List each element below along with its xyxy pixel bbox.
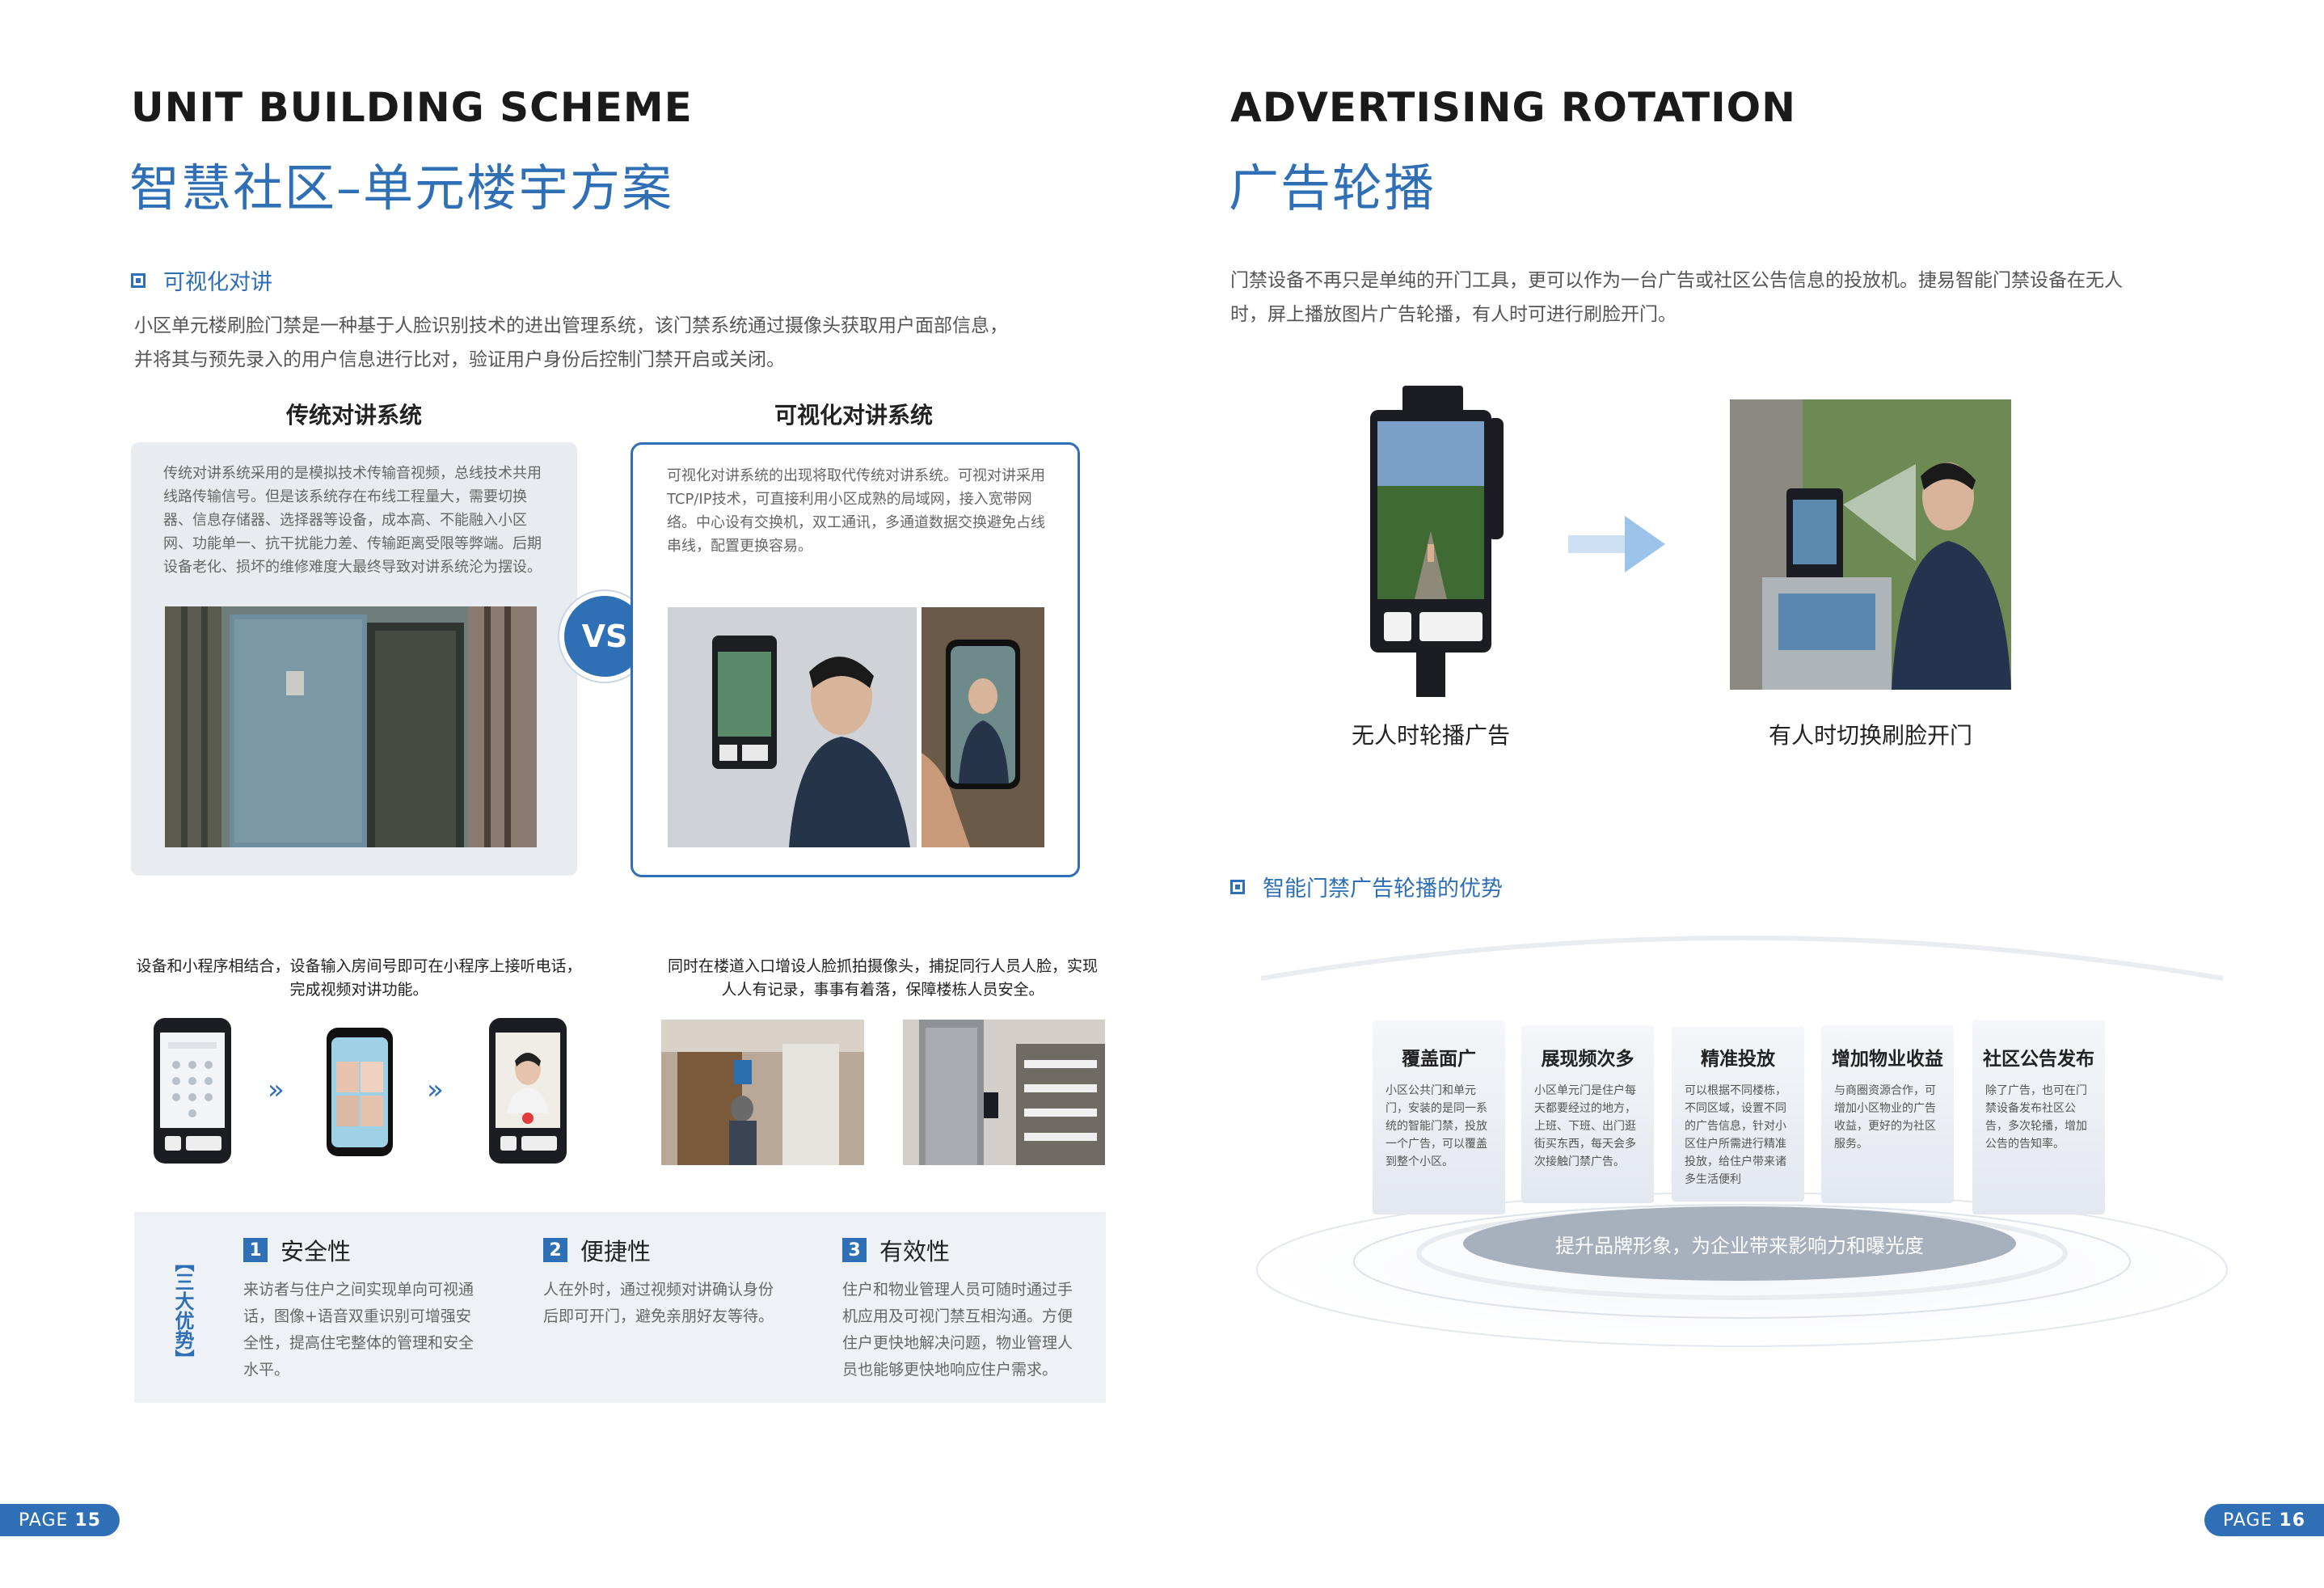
right-caption-camera: 同时在楼道入口增设人脸抓拍摄像头，捕捉同行人员人脸，实现 人人有记录，事事有着落… [661,955,1104,1002]
corridor-photo-2 [903,1020,1105,1165]
advantages-label: 【三大优势】 [171,1252,194,1369]
section-square-icon-2 [1230,879,1245,894]
advantage-effectiveness: 3 有效性 住户和物业管理人员可随时通过手机应用及可视门禁互相沟通。方便住户更快… [842,1233,1085,1383]
card-reader-2 [521,1136,557,1151]
left-title-cn: 智慧社区–单元楼宇方案 [129,158,674,218]
face-unlock-photo [1730,399,2011,690]
brand-platform: 提升品牌形象，为企业带来影响力和曝光度 [1463,1206,2016,1281]
advantage-title-1: 安全性 [280,1238,352,1265]
ad-device [1366,386,1512,697]
video-call-illustration [336,1062,383,1126]
device-button-2 [500,1136,517,1151]
section-visual-intercom: 可视化对讲 [131,264,272,296]
advantage-text-1: 来访者与住户之间实现单向可视通话，图像+语音双重识别可增强安全性，提高住宅整体的… [243,1281,475,1379]
panel-text-5: 除了广告，也可在门禁设备发布社区公告，多次轮播，增加公告的告知率。 [1985,1084,2087,1151]
intercom-device-keypad [154,1018,231,1164]
left-intro-line1: 小区单元楼刷脸门禁是一种基于人脸识别技术的进出管理系统，该门禁系统通过摄像头获取… [134,315,1008,336]
left-caption-miniapp: 设备和小程序相结合，设备输入房间号即可在小程序上接听电话， 完成视频对讲功能。 [133,955,585,1002]
page-num-left: 15 [74,1510,102,1531]
advantage-convenience: 2 便捷性 人在外时，通过视频对讲确认身份后即可开门，避免亲朋好友等待。 [543,1233,786,1330]
advantage-text-2: 人在外时，通过视频对讲确认身份后即可开门，避免亲朋好友等待。 [543,1281,774,1325]
caption-miniapp-line1: 设备和小程序相结合，设备输入房间号即可在小程序上接听电话， [136,957,582,975]
corridor-photo-1 [661,1020,864,1165]
page-label-left: PAGE [18,1510,69,1531]
traditional-card: 传统对讲系统采用的是模拟技术传输音视频，总线技术共用线路传输信号。但是该系统存在… [131,442,577,876]
advantage-title-2: 便捷性 [580,1238,652,1265]
panel-frequency: 展现频次多 小区单元门是住户每天都要经过的地方，上班、下班、出门逛街买东西，每天… [1521,1025,1654,1203]
caption-idle-ad: 无人时轮播广告 [1351,722,1510,749]
traditional-heading: 传统对讲系统 [285,402,422,429]
caption-camera-line1: 同时在楼道入口增设人脸抓拍摄像头，捕捉同行人员人脸，实现 [667,957,1098,975]
advantage-num-3: 3 [842,1238,867,1262]
section-ad-advantages: 智能门禁广告轮播的优势 [1230,871,1503,902]
right-intro-line2: 时，屏上播放图片广告轮播，有人时可进行刷脸开门。 [1230,304,1677,325]
advantage-safety: 1 安全性 来访者与住户之间实现单向可视通话，图像+语音双重识别可增强安全性，提… [243,1233,486,1383]
advantage-num-1: 1 [243,1238,268,1262]
intercom-device-call [489,1018,567,1164]
face-unlock-illustration [1730,399,2011,690]
section-label: 可视化对讲 [163,270,272,295]
phone-miniapp [327,1028,393,1156]
right-intro: 门禁设备不再只是单纯的开门工具，更可以作为一台广告或社区公告信息的投放机。捷易智… [1230,264,2184,332]
panel-title-5: 社区公告发布 [1983,1049,2094,1070]
flow-chevron-2: » [427,1074,444,1106]
right-title-cn: 广告轮播 [1229,158,1436,218]
left-intro: 小区单元楼刷脸门禁是一种基于人脸识别技术的进出管理系统，该门禁系统通过摄像头获取… [134,309,1104,377]
advantage-text-3: 住户和物业管理人员可随时通过手机应用及可视门禁互相沟通。方便住户更快地解决问题，… [842,1281,1073,1379]
page-label-right: PAGE [2222,1510,2273,1531]
phone-in-hand-illustration [922,607,1044,847]
ad-device-illustration [1370,386,1504,697]
section-square-icon [131,272,146,288]
stairwell-door-illustration [903,1020,1105,1165]
flow-chevron-1: » [268,1074,285,1106]
advantage-title-3: 有效性 [879,1238,951,1265]
panel-title-3: 精准投放 [1701,1049,1775,1070]
card-reader [186,1136,221,1151]
intercom-man-photo [668,607,917,847]
page-number-16: PAGE 16 [2204,1504,2324,1536]
page-num-right: 16 [2279,1510,2306,1531]
panel-text-4: 与商圈资源合作，可增加小区物业的广告收益，更好的为社区服务。 [1834,1084,1936,1151]
panel-announcement: 社区公告发布 除了广告，也可在门禁设备发布社区公告，多次轮播，增加公告的告知率。 [1972,1020,2105,1214]
visual-card: 可视化对讲系统的出现将取代传统对讲系统。可视对讲采用TCP/IP技术，可直接利用… [631,442,1080,877]
visual-text: 可视化对讲系统的出现将取代传统对讲系统。可视对讲采用TCP/IP技术，可直接利用… [667,467,1045,555]
keypad-illustration [168,1042,217,1117]
right-intro-line1: 门禁设备不再只是单纯的开门工具，更可以作为一台广告或社区公告信息的投放机。捷易智… [1230,270,2123,291]
panel-text-2: 小区单元门是住户每天都要经过的地方，上班、下班、出门逛街买东西，每天会多次接触门… [1534,1084,1636,1168]
keypad-screen [160,1033,225,1128]
caption-camera-line2: 人人有记录，事事有着落，保障楼栋人员安全。 [721,981,1044,999]
panel-revenue: 增加物业收益 与商圈资源合作，可增加小区物业的广告收益，更好的为社区服务。 [1821,1025,1954,1203]
old-door-photo [165,606,537,847]
advantage-num-2: 2 [543,1238,567,1262]
device-button [165,1136,181,1151]
visual-heading: 可视化对讲系统 [774,402,933,429]
left-title-en: UNIT BUILDING SCHEME [131,84,693,131]
left-intro-line2: 并将其与预先录入的用户信息进行比对，验证用户身份后控制门禁开启或关闭。 [134,349,785,370]
incoming-call-illustration [507,1053,549,1124]
advantages-box: 【三大优势】 1 安全性 来访者与住户之间实现单向可视通话，图像+语音双重识别可… [134,1212,1106,1403]
phone-miniapp-screen [331,1037,388,1147]
panel-title-1: 覆盖面广 [1402,1049,1476,1070]
right-title-en: ADVERTISING ROTATION [1230,84,1797,131]
panel-coverage: 覆盖面广 小区公共门和单元门，安装的是同一系统的智能门禁，投放一个广告，可以覆盖… [1373,1020,1505,1214]
old-door-illustration [165,606,537,847]
arrow-right-icon [1568,516,1665,572]
section-label-right: 智能门禁广告轮播的优势 [1263,876,1503,902]
panel-text-1: 小区公共门和单元门，安装的是同一系统的智能门禁，投放一个广告，可以覆盖到整个小区… [1386,1084,1487,1168]
panel-precision: 精准投放 可以根据不同楼栋，不同区域，设置不同的广告信息，针对小区住户所需进行精… [1672,1027,1804,1202]
panel-title-2: 展现频次多 [1541,1049,1634,1070]
panel-title-4: 增加物业收益 [1832,1049,1943,1070]
corridor-entrance-illustration [661,1020,864,1165]
arrow-right-svg [1568,516,1665,572]
platform-text: 提升品牌形象，为企业带来影响力和曝光度 [1555,1234,1924,1257]
call-screen [496,1033,560,1128]
phone-video-call-photo [922,607,1044,847]
caption-miniapp-line2: 完成视频对讲功能。 [289,981,428,999]
page-number-15: PAGE 15 [0,1504,120,1536]
traditional-text: 传统对讲系统采用的是模拟技术传输音视频，总线技术共用线路传输信号。但是该系统存在… [163,465,542,576]
caption-face-unlock: 有人时切换刷脸开门 [1768,722,1972,749]
intercom-man-illustration [668,607,917,847]
panel-text-3: 可以根据不同楼栋，不同区域，设置不同的广告信息，针对小区住户所需进行精准投放，给… [1685,1084,1786,1186]
